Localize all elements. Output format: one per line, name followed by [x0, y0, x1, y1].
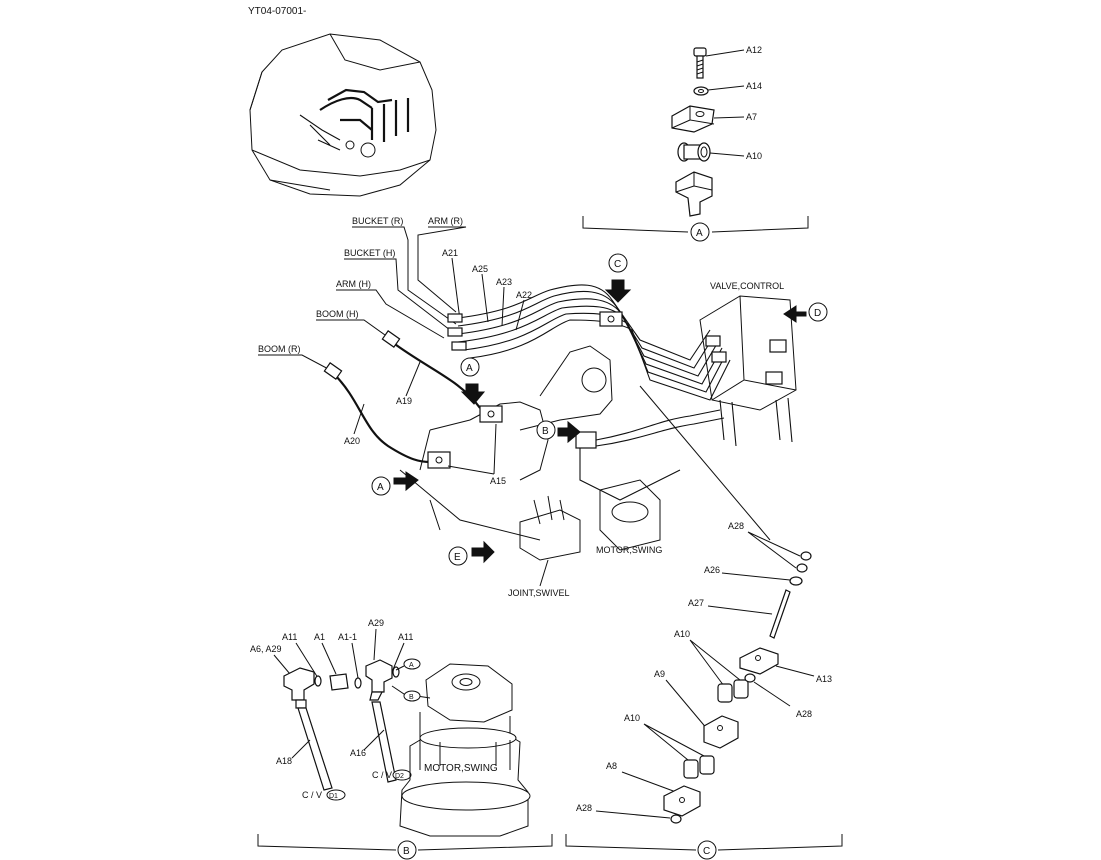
machine-overview-sketch	[249, 33, 437, 197]
part-a9: A9	[654, 669, 665, 679]
view-marker-a-ref: A	[409, 662, 414, 669]
label-bucket-r: BUCKET (R)	[352, 216, 403, 226]
part-a15: A15	[490, 476, 506, 486]
view-marker-a-upper: A	[466, 363, 473, 374]
part-a10-top: A10	[674, 629, 690, 639]
label-cv-left: C / V	[302, 790, 322, 800]
label-bucket-h: BUCKET (H)	[344, 248, 395, 258]
cv-tag-d1: D1	[329, 793, 338, 800]
main-assembly: BUCKET (R) ARM (R) BUCKET (H) ARM (H) BO…	[258, 216, 828, 598]
view-marker-b-main: B	[542, 426, 549, 437]
doc-code: YT04-07001-	[248, 6, 306, 17]
part-a13: A13	[816, 674, 832, 684]
part-a22: A22	[516, 290, 532, 300]
part-a1-1: A1-1	[338, 632, 357, 642]
cv-tag-d2: D2	[395, 773, 404, 780]
part-a20: A20	[344, 436, 360, 446]
view-marker-a-lower: A	[377, 482, 384, 493]
part-a25: A25	[472, 264, 488, 274]
part-a26: A26	[704, 565, 720, 575]
part-a28-top: A28	[728, 521, 744, 531]
part-a19: A19	[396, 396, 412, 406]
view-marker-b-detail: B	[403, 846, 410, 857]
label-motor-swing-main: MOTOR,SWING	[596, 545, 662, 555]
part-a6-a29: A6, A29	[250, 644, 282, 654]
part-a16: A16	[350, 748, 366, 758]
part-a1: A1	[314, 632, 325, 642]
part-a23: A23	[496, 277, 512, 287]
view-marker-c-main: C	[614, 259, 621, 270]
part-a29: A29	[368, 618, 384, 628]
label-joint-swivel: JOINT,SWIVEL	[508, 588, 570, 598]
view-marker-e-main: E	[454, 552, 461, 563]
part-a11-left: A11	[282, 632, 297, 642]
part-a7: A7	[746, 112, 757, 122]
detail-a: A12 A14 A7 A10 A	[582, 45, 809, 242]
view-marker-b-ref: B	[409, 694, 414, 701]
part-a8: A8	[606, 761, 617, 771]
part-a28-mid: A28	[796, 709, 812, 719]
detail-c: A28 A26 A27 A10 A13 A28 A9 A10 A8 A28	[565, 521, 843, 860]
label-boom-h: BOOM (H)	[316, 309, 359, 319]
view-marker-a-detail: A	[696, 228, 703, 239]
part-a27: A27	[688, 598, 704, 608]
part-a14: A14	[746, 81, 762, 91]
detail-b: A6, A29 A11 A1 A1-1 A29 A11 A18 C / V D1…	[250, 618, 553, 860]
part-a10: A10	[746, 151, 762, 161]
part-a12: A12	[746, 45, 762, 55]
view-marker-d-main: D	[814, 308, 821, 319]
label-arm-r: ARM (R)	[428, 216, 463, 226]
label-valve-control: VALVE,CONTROL	[710, 281, 784, 291]
part-a11-right: A11	[398, 632, 413, 642]
label-boom-r: BOOM (R)	[258, 344, 301, 354]
label-motor-swing-detail: MOTOR,SWING	[424, 763, 498, 774]
label-arm-h: ARM (H)	[336, 279, 371, 289]
part-a21: A21	[442, 248, 458, 258]
view-marker-c-detail: C	[703, 846, 710, 857]
label-cv-right: C / V	[372, 770, 392, 780]
part-a28-bottom: A28	[576, 803, 592, 813]
part-a10-mid: A10	[624, 713, 640, 723]
part-a18: A18	[276, 756, 292, 766]
